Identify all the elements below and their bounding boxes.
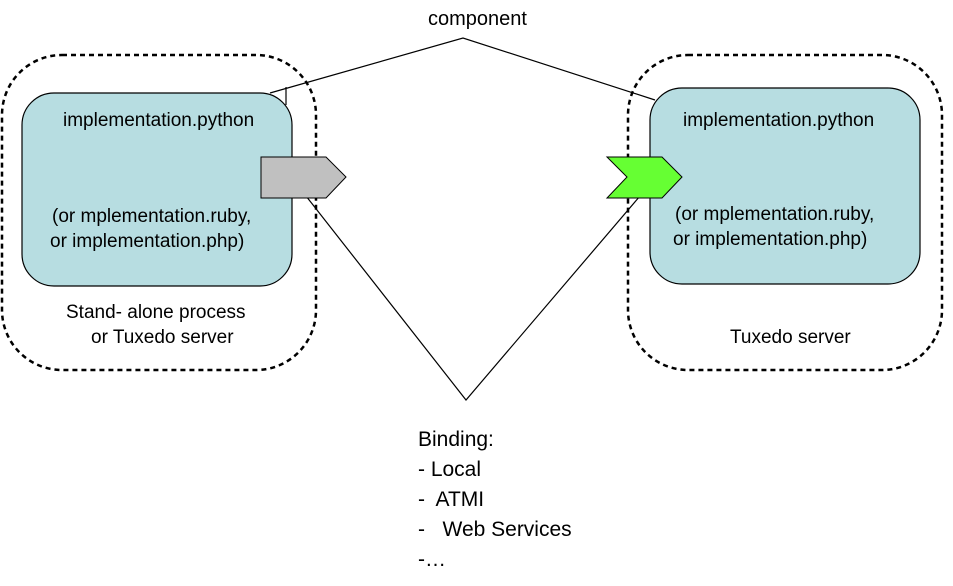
right-container-label: Tuxedo server [730, 327, 851, 348]
binding-item-local: - Local [418, 458, 482, 481]
left-alt-line2: or implementation.php) [50, 231, 245, 252]
right-alt-line1: (or mplementation.ruby, [675, 204, 875, 225]
right-impl-label: implementation.python [683, 110, 875, 131]
binding-item-atmi: - ATMI [418, 488, 485, 511]
binding-item-web-services: - Web Services [418, 518, 572, 541]
binding-item-ellipsis: -… [418, 548, 446, 571]
left-container-label-line1: Stand- alone process [66, 302, 246, 323]
binding-title: Binding: [418, 428, 494, 451]
left-alt-line1: (or mplementation.ruby, [52, 206, 252, 227]
service-arrow [260, 156, 347, 199]
binding-list: Binding: - Local - ATMI - Web Services -… [418, 425, 572, 575]
right-alt-line2: or implementation.php) [673, 229, 868, 250]
reference-arrow [605, 156, 683, 199]
left-impl-label: implementation.python [63, 110, 255, 131]
binding-connector [305, 195, 641, 401]
left-container-label-line2: or Tuxedo server [91, 327, 234, 348]
component-connector [269, 37, 656, 105]
component-label: component [428, 8, 527, 30]
